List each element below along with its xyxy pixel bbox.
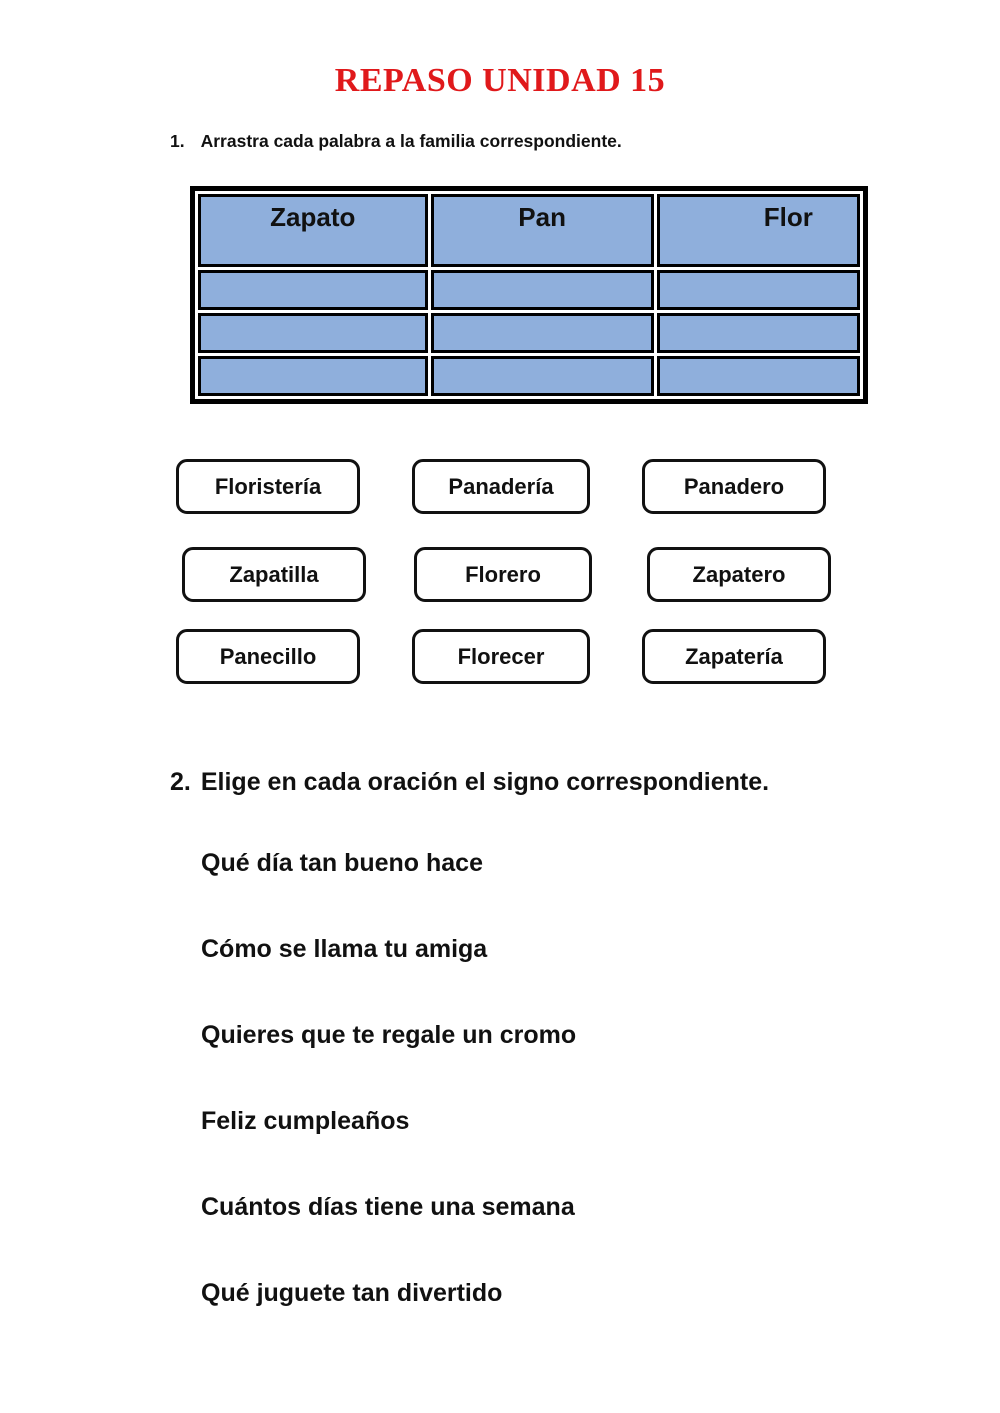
page-title: REPASO UNIDAD 15 bbox=[334, 62, 666, 99]
sentence-line-6[interactable]: Qué juguete tan divertido bbox=[201, 1279, 503, 1307]
exercise1-instruction-text: Arrastra cada palabra a la familia corre… bbox=[200, 131, 622, 151]
exercise2-number: 2. bbox=[170, 768, 191, 796]
drop-cell-zapato-2[interactable] bbox=[198, 313, 428, 353]
header-label: Flor bbox=[763, 202, 813, 232]
word-chip-panadero[interactable]: Panadero bbox=[642, 459, 826, 514]
exercise2-instruction-text: Elige en cada oración el signo correspon… bbox=[200, 768, 770, 796]
table-row bbox=[198, 356, 860, 396]
drop-cell-flor-1[interactable] bbox=[656, 270, 860, 310]
drop-cell-zapato-1[interactable] bbox=[198, 270, 428, 310]
word-chip-zapatilla[interactable]: Zapatilla bbox=[182, 547, 366, 602]
sentence-line-1[interactable]: Qué día tan bueno hace bbox=[201, 849, 483, 877]
exercise2-instruction: 2. Elige en cada oración el signo corres… bbox=[170, 768, 769, 797]
word-chip-florero[interactable]: Florero bbox=[414, 547, 592, 602]
word-chip-florecer[interactable]: Florecer bbox=[412, 629, 590, 684]
table-header-zapato: Zapato bbox=[198, 194, 428, 267]
word-chip-panaderia[interactable]: Panadería bbox=[412, 459, 590, 514]
table-row bbox=[198, 313, 860, 353]
word-family-table: Zapato Pan Flor bbox=[190, 186, 868, 404]
drop-cell-flor-2[interactable] bbox=[656, 313, 860, 353]
sentence-line-2[interactable]: Cómo se llama tu amiga bbox=[201, 935, 488, 963]
drop-cell-zapato-3[interactable] bbox=[198, 356, 428, 396]
sentence-list: Qué día tan bueno hace Cómo se llama tu … bbox=[201, 846, 576, 1310]
drop-cell-pan-1[interactable] bbox=[430, 270, 654, 310]
word-chip-zapateria[interactable]: Zapatería bbox=[642, 629, 826, 684]
drop-cell-pan-3[interactable] bbox=[430, 356, 654, 396]
word-chip-floristeria[interactable]: Floristería bbox=[176, 459, 360, 514]
draggable-words: Floristería Panadería Panadero Zapatilla… bbox=[176, 459, 831, 684]
sentence-line-5[interactable]: Cuántos días tiene una semana bbox=[201, 1193, 575, 1221]
sentence-line-4[interactable]: Feliz cumpleaños bbox=[201, 1107, 410, 1135]
header-label: Pan bbox=[518, 202, 566, 232]
sentence-line-3[interactable]: Quieres que te regale un cromo bbox=[201, 1021, 577, 1049]
drop-cell-pan-2[interactable] bbox=[430, 313, 654, 353]
table-header-flor: Flor bbox=[656, 194, 860, 267]
exercise1-instruction: 1. Arrastra cada palabra a la familia co… bbox=[170, 131, 622, 152]
table-header-pan: Pan bbox=[430, 194, 654, 267]
table-header-row: Zapato Pan Flor bbox=[198, 194, 860, 267]
header-label: Zapato bbox=[270, 202, 356, 232]
drop-cell-flor-3[interactable] bbox=[656, 356, 860, 396]
word-chip-zapatero[interactable]: Zapatero bbox=[647, 547, 831, 602]
exercise1-number: 1. bbox=[170, 131, 185, 151]
table-row bbox=[198, 270, 860, 310]
word-chip-panecillo[interactable]: Panecillo bbox=[176, 629, 360, 684]
